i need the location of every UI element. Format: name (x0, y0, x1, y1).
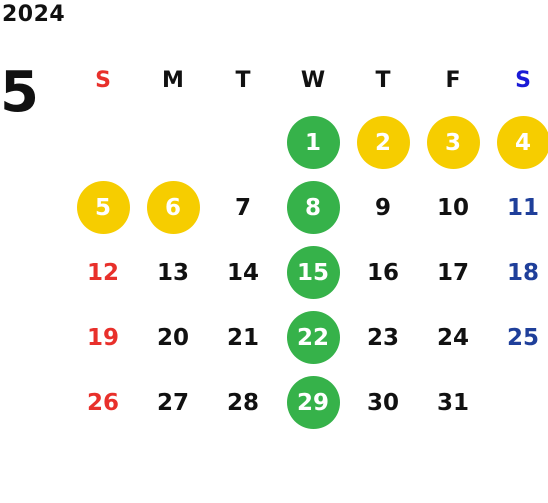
weekday-header-monday: M (162, 67, 184, 93)
weekday-header-friday: F (445, 67, 461, 93)
holiday-day-circle: 3 (426, 116, 480, 169)
day-cell: 28 (226, 389, 259, 416)
highlighted-day-circle: 1 (286, 116, 340, 169)
calendar-year: 2024 (2, 2, 66, 27)
empty-day-cell (488, 370, 548, 435)
day-cell: 23 (366, 324, 399, 351)
empty-day-cell (138, 110, 208, 175)
day-cell: 27 (156, 389, 189, 416)
day-cell: 21 (226, 324, 259, 351)
day-cell: 12 (86, 259, 119, 286)
weekday-header-thursday: T (375, 67, 391, 93)
day-cell: 15 (278, 240, 348, 305)
day-cell: 13 (156, 259, 189, 286)
day-cell: 8 (278, 175, 348, 240)
day-cell: 20 (156, 324, 189, 351)
day-cell: 6 (138, 175, 208, 240)
week-row: 12 13 14 15 16 17 18 (68, 240, 548, 305)
day-cell: 22 (278, 305, 348, 370)
day-cell: 7 (234, 194, 251, 221)
week-row: 19 20 21 22 23 24 25 (68, 305, 548, 370)
weekday-header-saturday: S (515, 67, 531, 93)
day-cell: 19 (86, 324, 119, 351)
day-cell: 29 (278, 370, 348, 435)
day-cell: 26 (86, 389, 119, 416)
day-cell: 30 (366, 389, 399, 416)
holiday-day-circle: 6 (146, 181, 200, 234)
weekday-header-tuesday: T (235, 67, 251, 93)
empty-day-cell (208, 110, 278, 175)
highlighted-day-circle: 22 (286, 311, 340, 364)
day-cell: 3 (418, 110, 488, 175)
holiday-day-circle: 2 (356, 116, 410, 169)
day-cell: 10 (436, 194, 469, 221)
day-cell: 2 (348, 110, 418, 175)
day-cell: 25 (506, 324, 539, 351)
holiday-day-circle: 5 (76, 181, 130, 234)
calendar-month: 5 (0, 60, 39, 125)
empty-day-cell (68, 110, 138, 175)
weekday-header-wednesday: W (300, 67, 326, 93)
highlighted-day-circle: 29 (286, 376, 340, 429)
day-cell: 31 (436, 389, 469, 416)
day-cell: 18 (506, 259, 539, 286)
day-cell: 14 (226, 259, 259, 286)
week-row: 26 27 28 29 30 31 (68, 370, 548, 435)
day-cell: 24 (436, 324, 469, 351)
day-cell: 17 (436, 259, 469, 286)
highlighted-day-circle: 15 (286, 246, 340, 299)
day-cell: 5 (68, 175, 138, 240)
holiday-day-circle: 4 (496, 116, 548, 169)
day-cell: 1 (278, 110, 348, 175)
weekday-header-sunday: S (95, 67, 111, 93)
day-cell: 4 (488, 110, 548, 175)
day-cell: 9 (374, 194, 391, 221)
highlighted-day-circle: 8 (286, 181, 340, 234)
day-cell: 11 (506, 194, 539, 221)
day-cell: 16 (366, 259, 399, 286)
